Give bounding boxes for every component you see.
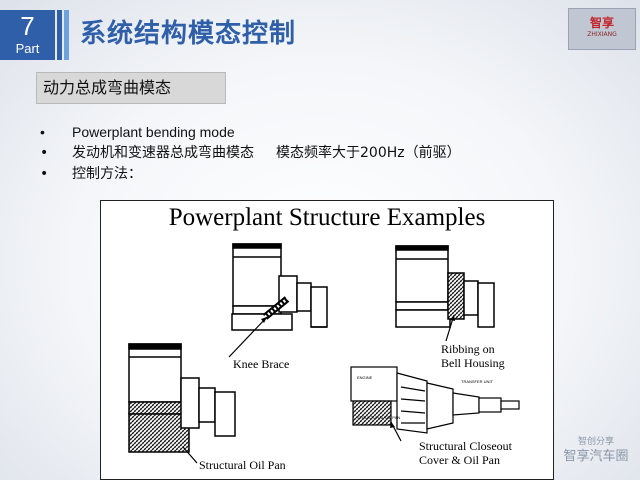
knee-brace-leader: [228, 316, 268, 358]
powerplant-figure: Powerplant Structure Examples: [100, 200, 554, 480]
brand-logo: 智享 ZHIXIANG: [568, 8, 636, 50]
bullet-item-2: 发动机和变速器总成弯曲模态 模态频率大于200Hz（前驱）: [40, 143, 461, 164]
bullet-text-1: Powerplant bending mode: [72, 124, 235, 140]
engine-ribbing-drawing: [395, 245, 495, 328]
bullet-item-1: Powerplant bending mode: [40, 122, 461, 143]
transmission-closeout-drawing: [350, 366, 520, 434]
bullet-text-3: 控制方法：: [72, 166, 142, 182]
tiny-engine-label: ENGINE: [357, 375, 373, 380]
part-badge: 7 Part: [0, 10, 55, 60]
tiny-structural-label: STRUCTURAL OIL PAN: [357, 415, 400, 420]
label-knee-brace: Knee Brace: [233, 357, 289, 371]
label-oil-pan: Structural Oil Pan: [199, 458, 286, 472]
part-number: 7: [20, 11, 35, 41]
label-ribbing-1: Ribbing on: [441, 342, 495, 356]
watermark-line-2: 智享汽车圈: [563, 449, 629, 464]
accent-bar-dark: [57, 10, 62, 60]
engine-knee-brace-drawing: [231, 243, 328, 331]
engine-oil-pan-drawing: [128, 343, 236, 453]
watermark: 智创分享 智享汽车圈: [552, 436, 640, 466]
figure-title: Powerplant Structure Examples: [168, 204, 486, 231]
logo-subtext: ZHIXIANG: [587, 31, 617, 38]
bullet-text-2b: 模态频率大于200Hz（前驱）: [276, 145, 461, 161]
tiny-transfer-label: TRANSFER UNIT: [461, 379, 494, 384]
logo-text: 智享: [589, 16, 614, 30]
part-label: Part: [15, 41, 40, 56]
bullet-item-3: 控制方法：: [40, 164, 461, 185]
label-closeout-2: Cover & Oil Pan: [419, 453, 500, 467]
oilpan-leader: [182, 446, 198, 464]
bullet-text-2a: 发动机和变速器总成弯曲模态: [72, 145, 254, 161]
page-title: 系统结构模态控制: [80, 19, 297, 49]
bullet-list: Powerplant bending mode 发动机和变速器总成弯曲模态 模态频…: [40, 122, 461, 185]
figure-drawings: ENGINE TRANSFER UNIT STRUCTURAL OIL PAN …: [128, 243, 520, 472]
label-ribbing-2: Bell Housing: [441, 356, 505, 370]
label-closeout-1: Structural Closeout: [419, 439, 513, 453]
watermark-line-1: 智创分享: [577, 437, 614, 447]
accent-bar-light: [64, 10, 69, 60]
section-subtitle: 动力总成弯曲模态: [36, 72, 226, 104]
